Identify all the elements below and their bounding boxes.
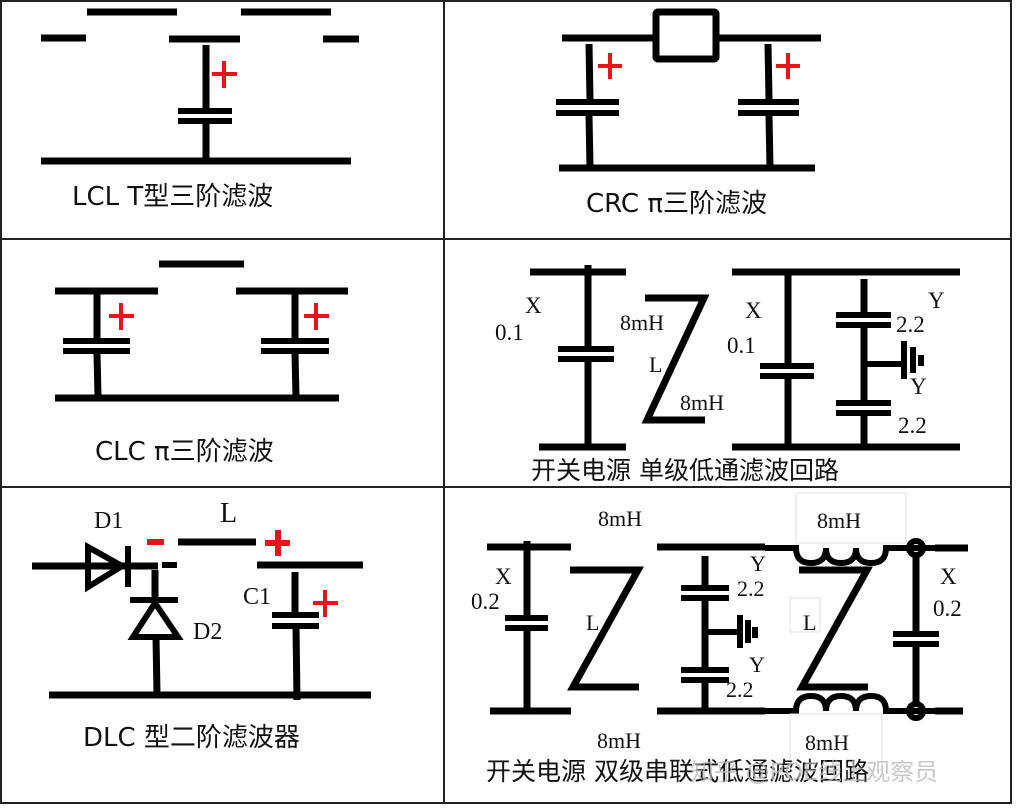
inductor-label: L [220, 498, 237, 529]
inductor-top-value: 8mH [620, 310, 664, 335]
cap-right-lead-bottom [291, 352, 300, 398]
panel-caption: CRC π三阶滤波 [586, 189, 767, 219]
x-cap-right-type: X [940, 564, 957, 589]
x-cap-left-type: X [495, 564, 512, 589]
polarity-plus-icon-right [776, 53, 800, 79]
panel-single-stage-lowpass: X 0.1 8mH L 8mH X 0.1 Y 2.2 Y 2.2 开关电源 单… [495, 265, 960, 485]
inductor1-bottom-value: 8mH [597, 728, 641, 753]
inductor2-top-coil [765, 545, 935, 567]
ground-icon [866, 341, 924, 379]
cap-left-lead-bottom [93, 352, 102, 398]
panel-crc-pi-filter: CRC π三阶滤波 [556, 8, 821, 219]
x-cap-right-type: X [745, 298, 762, 323]
inductor2-label-box [789, 597, 821, 633]
cap-left-lead-top [585, 43, 594, 101]
inductor-bottom-value: 8mH [680, 390, 724, 415]
inductor2-top-label-box [795, 492, 907, 544]
diode-d2-label: D2 [193, 619, 222, 645]
panel-caption: LCL T型三阶滤波 [72, 182, 273, 212]
y-cap-top-value: 2.2 [896, 312, 925, 337]
x-cap-left-type: X [525, 293, 542, 318]
inductor-label: L [649, 352, 662, 377]
diode-d1-icon [85, 541, 128, 593]
panel-clc-pi-filter: CLC π三阶滤波 [55, 260, 348, 467]
polarity-plus-icon-left [109, 303, 134, 330]
inductor1-label: L [586, 610, 599, 635]
diode-d1-label: D1 [94, 508, 123, 534]
ground-icon [707, 615, 758, 648]
inductor1-top-value: 8mH [598, 506, 642, 531]
polarity-plus-icon [265, 530, 290, 556]
inductor2-label: L [803, 610, 816, 635]
inductor1-z [567, 566, 644, 691]
capacitor-c1-label: C1 [243, 584, 271, 610]
cap-right-lead-top [764, 43, 773, 101]
watermark: 知乎 @POE线上观察员 [690, 758, 938, 786]
panel-caption: DLC 型二阶滤波器 [83, 723, 300, 753]
inductor2-bottom-label-box [789, 713, 883, 771]
polarity-plus-icon-left [598, 53, 622, 79]
inductor2-z [796, 566, 873, 691]
y-cap-top-type: Y [750, 551, 766, 576]
inductor2-bottom-coil [765, 692, 935, 714]
polarity-plus-icon [212, 61, 237, 88]
panel-dual-stage-lowpass: 8mH 8mH X 0.2 L Y 2.2 Y 2.2 [471, 492, 968, 786]
x-cap-left-value: 0.2 [471, 589, 500, 614]
x-cap-right-value: 0.1 [727, 333, 756, 358]
polarity-plus-icon-right [304, 303, 329, 330]
diode-d2-icon [127, 597, 184, 640]
y-cap-bottom-value: 2.2 [898, 413, 927, 438]
panel-caption: CLC π三阶滤波 [95, 437, 274, 467]
y-cap-bottom-type: Y [749, 652, 765, 677]
x-cap-right-value: 0.2 [933, 596, 962, 621]
y-cap-bottom-value: 2.2 [726, 677, 754, 702]
panel-caption: 开关电源 双级串联式低通滤波回路 [486, 757, 869, 786]
c1-polarity-plus-icon [313, 590, 338, 617]
y-cap-top-value: 2.2 [737, 576, 765, 601]
inductor-z [641, 294, 710, 424]
y-cap-top-type: Y [928, 288, 945, 313]
diode-d2-lead-bottom [152, 636, 161, 695]
x-cap-left-value: 0.1 [495, 320, 524, 345]
inductor2-top-value: 8mH [817, 508, 861, 533]
inductor2-bottom-value: 8mH [805, 730, 849, 755]
y-cap-bottom-type: Y [910, 374, 927, 399]
cap-right-lead-bottom [765, 114, 774, 169]
panel-caption: 开关电源 单级低通滤波回路 [531, 456, 839, 485]
resistor [652, 8, 720, 63]
panel-lcl-t-filter: LCL T型三阶滤波 [41, 8, 359, 212]
panel-dlc-filter: D1 L D2 C1 DLC 型二阶滤波器 [32, 498, 371, 753]
c1-lead-bottom [292, 627, 301, 701]
cap-left-lead-bottom [585, 114, 594, 169]
